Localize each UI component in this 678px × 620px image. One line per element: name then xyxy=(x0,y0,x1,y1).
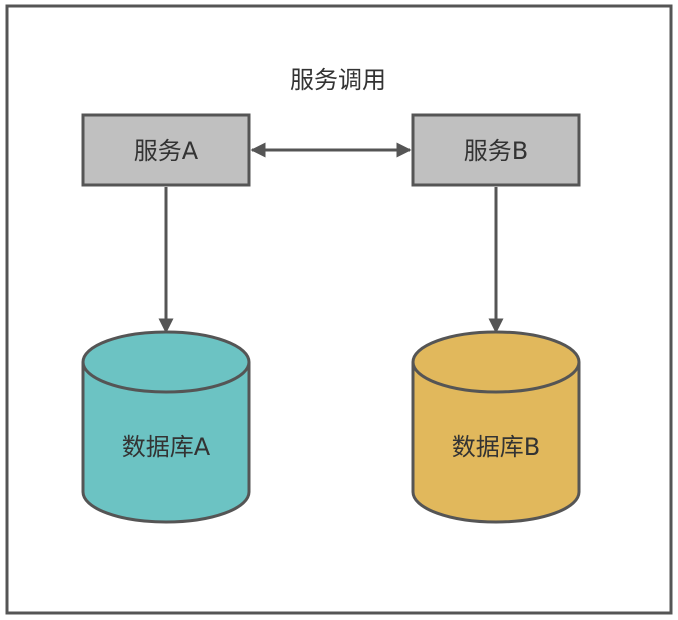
database-a-rim xyxy=(81,361,251,394)
database-b-label: 数据库B xyxy=(452,433,540,461)
service-call-label: 服务调用 xyxy=(290,66,386,94)
database-b-node[interactable]: 数据库B xyxy=(411,330,581,524)
database-b-rim xyxy=(411,361,581,394)
database-a-node[interactable]: 数据库A xyxy=(81,330,251,524)
service-a-label: 服务A xyxy=(134,137,199,165)
database-b-cylinder xyxy=(411,330,581,524)
service-b-node[interactable]: 服务B xyxy=(411,113,581,187)
database-a-label: 数据库A xyxy=(122,433,211,461)
service-a-node[interactable]: 服务A xyxy=(81,113,251,187)
database-a-cylinder xyxy=(81,330,251,524)
service-a-box xyxy=(81,113,251,187)
service-b-box xyxy=(411,113,581,187)
service-b-label: 服务B xyxy=(464,137,528,165)
diagram-frame xyxy=(5,4,673,615)
